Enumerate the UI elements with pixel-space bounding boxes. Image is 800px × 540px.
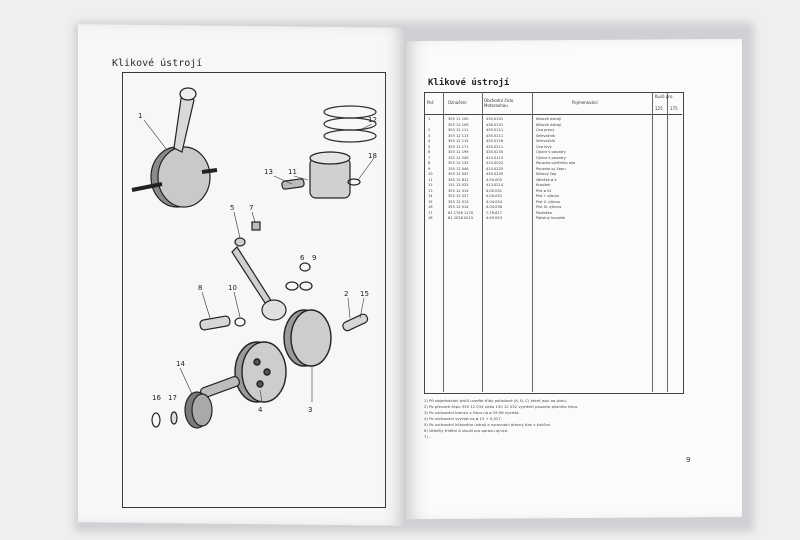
footnote: 5) Po nalisování klikového ústrojí a vyr… <box>424 422 551 427</box>
callout-8: 8 <box>198 284 202 292</box>
header-kusu: Kusů pro <box>655 94 673 99</box>
header-125: 125 <box>655 106 663 111</box>
callout-2: 2 <box>344 290 348 298</box>
footnote: 4) Po nalisování vyvrtat na ø 15 + 0,027… <box>424 416 502 421</box>
piston-rings-drawing <box>323 105 377 143</box>
callout-5: 5 <box>230 204 234 212</box>
footnote: 3) Po nalisování bronzu v čepu na ø 29,9… <box>424 410 520 415</box>
crankshaft-assembly-drawing <box>131 87 218 208</box>
bearing-parts-drawing <box>199 313 369 332</box>
parts-diagram-frame <box>122 72 386 508</box>
header-175: 175 <box>670 106 678 111</box>
footnote: 1) Při objednávání pístů uveďte třídy po… <box>424 398 568 403</box>
piston-drawing <box>281 151 361 199</box>
page-number: 9 <box>686 456 691 464</box>
col-divider <box>532 92 533 392</box>
footnote: 7) ... <box>424 434 433 439</box>
col-divider <box>482 92 483 392</box>
footnotes: 1) Při objednávání pístů uveďte třídy po… <box>424 398 684 440</box>
gear-and-pin-drawing <box>151 375 240 429</box>
callout-13: 13 <box>264 168 273 176</box>
callout-3a: 3 <box>308 406 312 414</box>
footnote: 2) Po převzetí čepu 355 12 034 nebo 150 … <box>424 404 579 409</box>
col-divider <box>652 92 653 392</box>
callout-7: 7 <box>249 204 253 212</box>
parts-table <box>424 92 684 394</box>
callout-12: 12 <box>368 116 377 124</box>
header-obch: Obchodní číslo Motorexhau <box>484 98 514 108</box>
callout-9: 9 <box>312 254 316 262</box>
callout-15: 15 <box>360 290 369 298</box>
callout-11: 11 <box>288 168 297 176</box>
crankshaft-exploded-diagram: 1 12 18 13 11 5 7 6 9 8 10 2 15 14 16 17… <box>131 87 377 429</box>
callout-18: 18 <box>368 152 377 160</box>
footnote: 6) Válečky třídění A slouží pro opravu o… <box>424 428 509 433</box>
callout-1: 1 <box>138 112 142 120</box>
right-page-title: Klikové ústrojí <box>428 78 510 88</box>
callout-17: 17 <box>168 394 177 402</box>
header-ozn: Označení <box>448 100 467 105</box>
header-pojm: Pojmenování <box>572 100 598 105</box>
header-pos: Poř. <box>427 100 435 105</box>
callout-10: 10 <box>228 284 237 292</box>
connecting-rod-drawing <box>231 221 313 321</box>
col-divider <box>667 92 668 392</box>
callout-16: 16 <box>152 394 161 402</box>
left-page-title: Klikové ústrojí <box>112 58 203 69</box>
parts-table-header <box>424 92 682 115</box>
callout-numbers: 1 12 18 13 11 5 7 6 9 8 10 2 15 14 16 17… <box>138 112 377 414</box>
flywheels-drawing <box>234 309 332 403</box>
callout-4: 4 <box>258 406 263 414</box>
callout-leader-lines <box>143 119 375 403</box>
callout-14: 14 <box>176 360 185 368</box>
callout-6: 6 <box>300 254 305 262</box>
col-divider <box>443 92 444 392</box>
